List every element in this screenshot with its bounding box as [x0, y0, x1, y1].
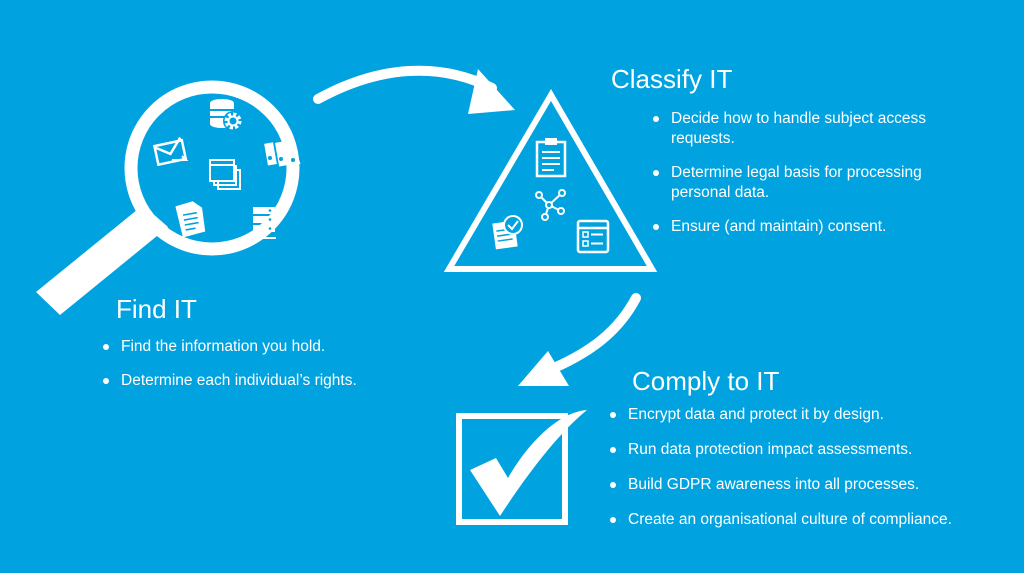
checkbox-checked-icon	[456, 410, 587, 525]
triangle-icon	[443, 89, 658, 272]
arrow-classify-to-comply	[518, 293, 641, 386]
folders-icon	[209, 159, 241, 190]
document-approved-icon	[492, 215, 523, 250]
checklist-form-icon	[576, 219, 610, 254]
find-it-title: Find IT	[116, 294, 197, 324]
network-nodes-icon	[535, 189, 566, 221]
mail-icon	[152, 136, 189, 167]
database-gear-icon	[210, 99, 243, 131]
list-item: Run data protection impact assessments.	[608, 440, 1008, 460]
arrow-find-to-classify	[313, 65, 515, 114]
list-item: Build GDPR awareness into all processes.	[608, 475, 1008, 495]
list-item: Encrypt data and protect it by design.	[608, 405, 1008, 425]
find-it-list: Find the information you hold. Determine…	[101, 337, 421, 405]
list-item: Determine legal basis for processing per…	[651, 163, 971, 203]
clipboard-icon	[535, 138, 567, 178]
magnifying-glass-icon	[36, 80, 300, 315]
classify-it-list: Decide how to handle subject access requ…	[651, 109, 971, 251]
comply-to-it-title: Comply to IT	[632, 366, 780, 396]
classify-it-title: Classify IT	[611, 64, 733, 94]
list-item: Find the information you hold.	[101, 337, 421, 357]
document-icon	[175, 201, 206, 238]
binders-icon	[264, 140, 301, 167]
server-network-icon	[253, 207, 276, 239]
list-item: Ensure (and maintain) consent.	[651, 217, 971, 237]
comply-to-it-list: Encrypt data and protect it by design. R…	[608, 405, 1008, 545]
list-item: Create an organisational culture of comp…	[608, 510, 1008, 530]
list-item: Determine each individual’s rights.	[101, 371, 421, 391]
list-item: Decide how to handle subject access requ…	[651, 109, 971, 149]
